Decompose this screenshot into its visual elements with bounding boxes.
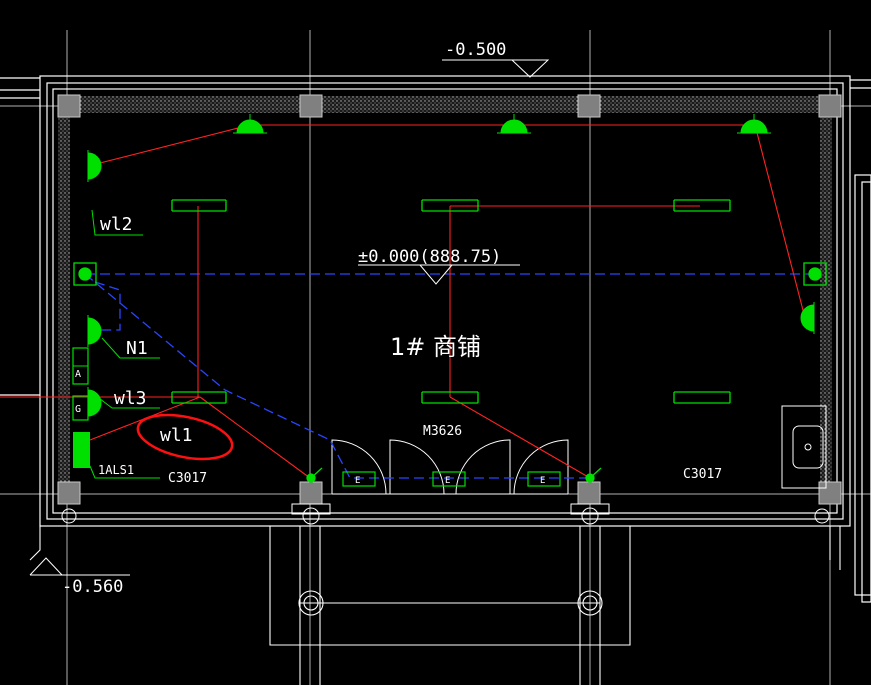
switch-icon: [306, 467, 323, 483]
wl2-label: wl2: [100, 214, 133, 235]
n1-label: N1: [126, 338, 148, 359]
door-mark-boxes: [342, 471, 561, 487]
window-left-label: C3017: [168, 471, 207, 486]
column-icon: [577, 481, 601, 505]
columns: [57, 94, 842, 505]
wall-lamp-icon: [233, 114, 267, 134]
wl1-label: wl1: [160, 425, 193, 446]
column-icon: [57, 94, 81, 118]
wl3-label: wl3: [114, 388, 147, 409]
annotation-circle: [136, 413, 234, 461]
porch: [29, 526, 841, 685]
door-label: M3626: [423, 424, 462, 439]
wall-lamp-icon: [497, 114, 531, 134]
fluorescent-tube-icon: [673, 391, 731, 404]
ceiling-lamps: [233, 114, 771, 134]
fluorescent-tube-icon: [171, 391, 227, 404]
wall-lamp-icon: [87, 387, 102, 419]
switch-icon: [585, 467, 602, 483]
panel-boxes: [72, 347, 90, 468]
window-right-label: C3017: [683, 467, 722, 482]
wall-hatching: [58, 96, 832, 496]
fluorescent-tube-icon: [421, 199, 479, 212]
doors: [331, 439, 569, 495]
door-mark-e-1: E: [355, 476, 360, 486]
column-icon: [299, 481, 323, 505]
junction-box-icon: [803, 262, 827, 286]
elevation-bottom-label: -0.560: [62, 577, 123, 597]
column-icon: [818, 94, 842, 118]
box-a-label: A: [75, 369, 81, 380]
elevation-center-label: ±0.000(888.75): [358, 247, 501, 267]
box-g-label: G: [75, 404, 81, 415]
red-wires: [0, 124, 806, 479]
wall-lamp-icon: [800, 302, 815, 334]
fluorescent-fixtures: [171, 199, 731, 404]
junction-boxes: [73, 262, 827, 286]
distribution-panel-icon: [73, 432, 90, 468]
sink-icon: [781, 405, 827, 489]
wall-lamp-icon: [87, 315, 102, 347]
column-icon: [818, 481, 842, 505]
column-bases: [61, 503, 830, 525]
fluorescent-tube-icon: [421, 391, 479, 404]
column-icon: [299, 94, 323, 118]
column-icon: [57, 481, 81, 505]
fluorescent-tube-icon: [171, 199, 227, 212]
room-name-label: 1# 商铺: [390, 333, 481, 361]
elevation-markers: [29, 59, 550, 576]
walls: [0, 75, 871, 603]
door-mark-e-3: E: [540, 476, 545, 486]
wall-lamp-icon: [737, 114, 771, 134]
panel-label: 1ALS1: [98, 463, 134, 477]
switches: [306, 467, 602, 483]
wall-lamp-icon: [87, 150, 102, 182]
fluorescent-tube-icon: [673, 199, 731, 212]
column-icon: [577, 94, 601, 118]
leader-lines: [89, 209, 160, 479]
elevation-top-label: -0.500: [445, 40, 506, 60]
junction-box-icon: [73, 262, 97, 286]
door-mark-e-2: E: [445, 476, 450, 486]
side-lamps: [87, 150, 815, 419]
